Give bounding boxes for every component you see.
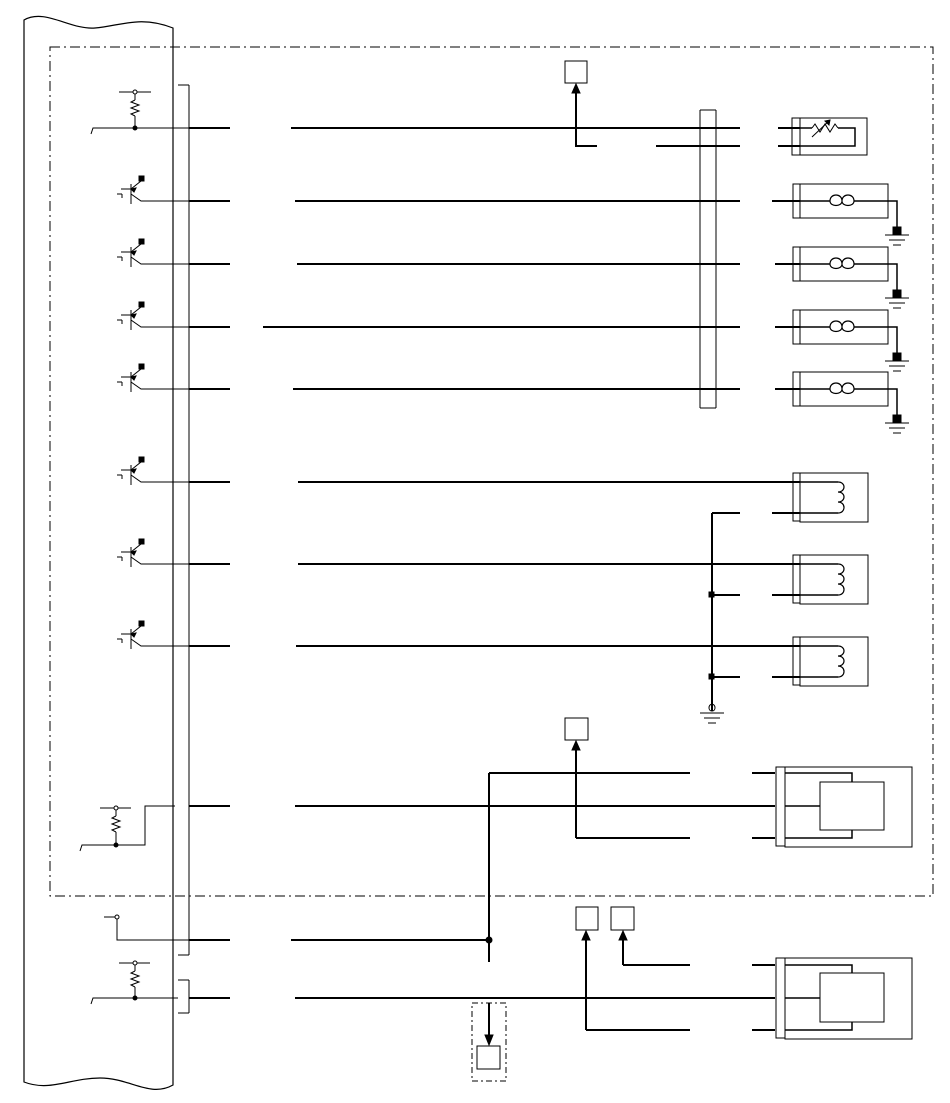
transistor-driver-icon (117, 538, 189, 567)
wire (189, 772, 775, 940)
solenoid-coil-icon (792, 554, 869, 605)
reference-box (564, 717, 589, 838)
heater-element-icon (792, 183, 909, 246)
heater-element-icon (792, 371, 909, 434)
reference-box (575, 906, 599, 1030)
wire (189, 200, 740, 390)
wire-junction (708, 673, 715, 680)
wire (189, 481, 800, 647)
reference-box (564, 60, 588, 128)
wire (772, 200, 800, 390)
wire-junction (708, 591, 715, 598)
transistor-driver-icon (117, 238, 189, 267)
switch-input-icon (104, 914, 189, 941)
sensor-module-icon (775, 957, 913, 1040)
transistor-driver-icon (117, 620, 189, 649)
ground-icon (700, 703, 724, 724)
transistor-driver-icon (117, 301, 189, 330)
wire (711, 512, 800, 711)
wire (189, 939, 490, 962)
heater-element-icon (792, 246, 909, 309)
resistor-pullup-icon (79, 805, 175, 852)
transistor-driver-icon (117, 456, 189, 485)
wire-junction (485, 936, 493, 944)
transistor-driver-icon (117, 363, 189, 392)
connector-intermediate (699, 109, 717, 409)
connector-main (178, 84, 190, 956)
resistor-pullup-icon (90, 89, 189, 135)
sensor-module-icon (775, 766, 913, 848)
variable-resistor-sensor-icon (791, 117, 868, 156)
shielded-area-boundary (49, 46, 934, 897)
reference-box (471, 1002, 507, 1082)
wire (189, 964, 775, 1031)
control-unit-body (23, 15, 174, 1090)
wire (189, 127, 740, 147)
resistor-pullup-icon (90, 960, 178, 1005)
connector-lower (178, 979, 190, 1014)
solenoid-coil-icon (792, 472, 869, 523)
transistor-driver-icon (117, 175, 189, 204)
wire (778, 127, 800, 147)
solenoid-coil-icon (792, 636, 869, 687)
reference-box (610, 906, 635, 965)
heater-element-icon (792, 309, 909, 372)
